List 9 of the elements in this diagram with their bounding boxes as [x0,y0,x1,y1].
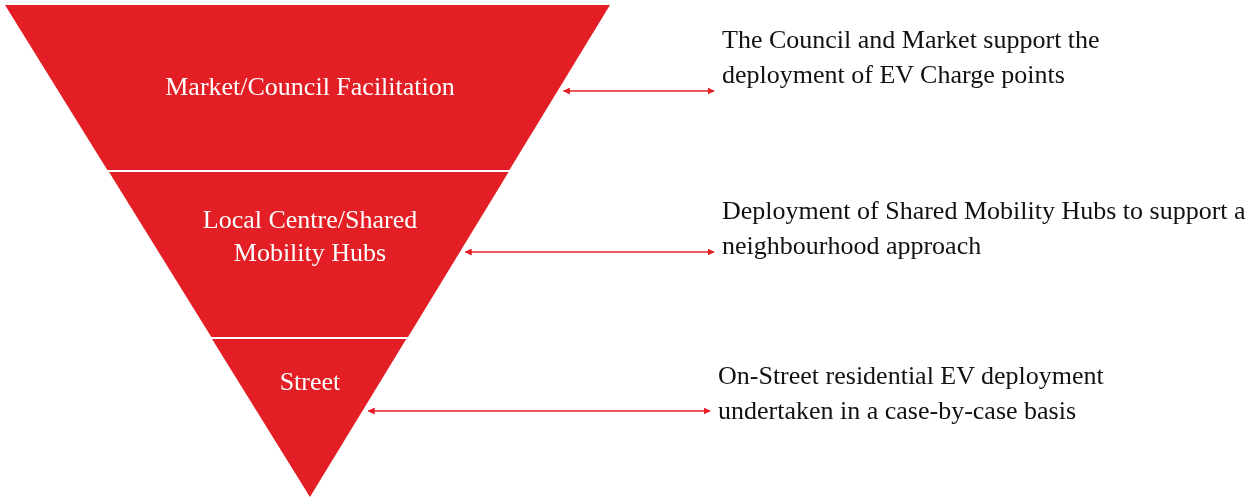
band-label: Market/Council Facilitation [164,71,456,103]
band-label: Local Centre/Shared Mobility Hubs [201,204,419,269]
description-text: Deployment of Shared Mobility Hubs to support a neighbourhood approach [722,195,1247,262]
description-text: On-Street residential EV deployment undertaken in a case-by-case basis [718,360,1105,427]
double-arrow [367,407,711,415]
double-arrow [464,248,715,256]
description-text: The Council and Market support the deployment of EV Charge points [722,24,1101,91]
double-arrow [562,87,715,95]
band-label: Street [278,366,342,398]
